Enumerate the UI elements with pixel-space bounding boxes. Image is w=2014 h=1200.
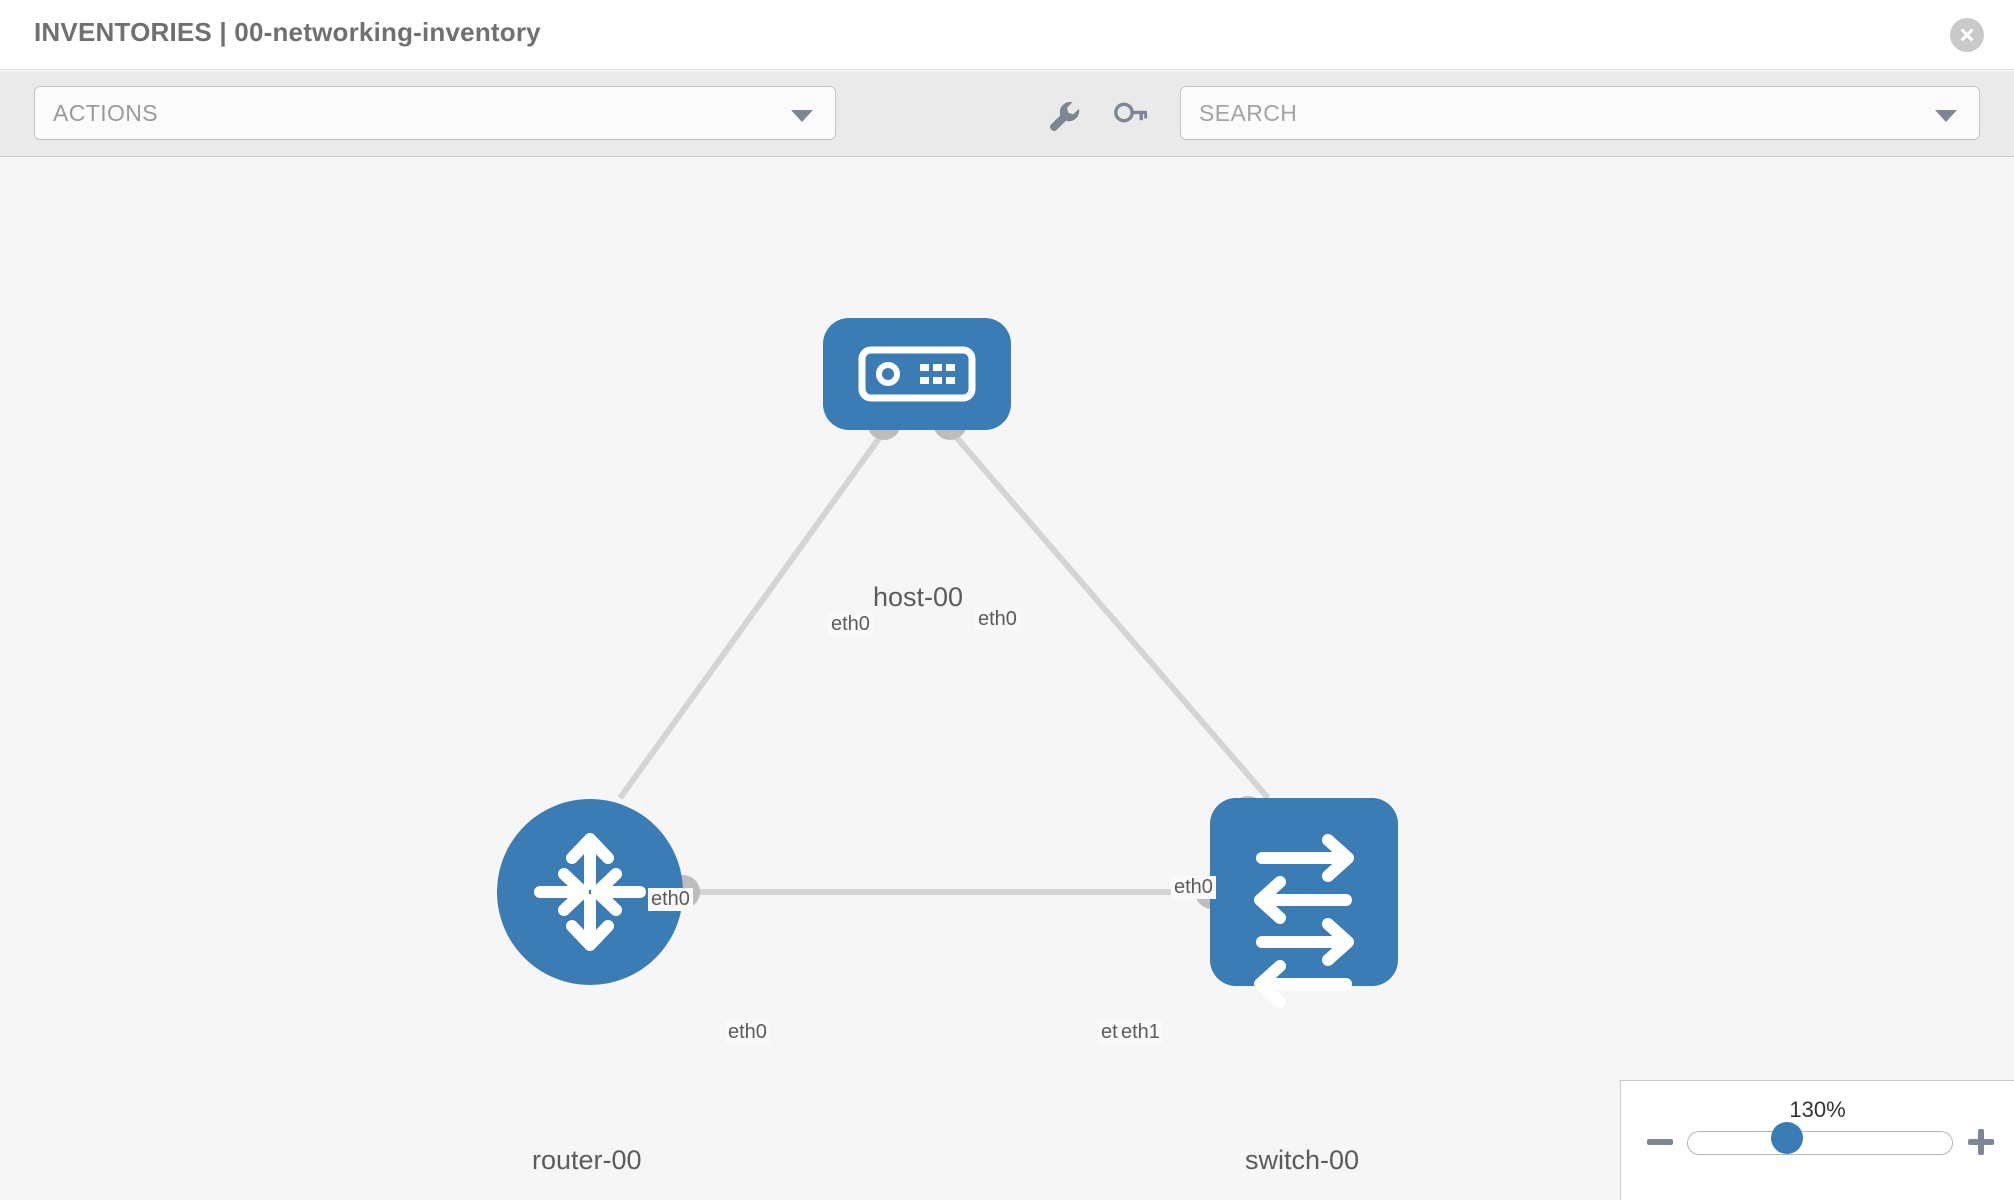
search-placeholder: SEARCH xyxy=(1199,100,1298,126)
edge-label: eth1 xyxy=(1118,1021,1163,1044)
toolbar: ACTIONS SEARCH xyxy=(0,71,2014,157)
chevron-down-icon xyxy=(1935,110,1957,122)
minus-icon[interactable] xyxy=(1643,1125,1677,1159)
endpoint-markers xyxy=(666,406,1265,909)
edge-label: eth0 xyxy=(1171,876,1216,899)
zoom-slider-thumb[interactable] xyxy=(1771,1122,1803,1154)
node-label-router: router-00 xyxy=(530,1145,644,1176)
edge-label: eth0 xyxy=(975,608,1020,631)
edge-host-switch xyxy=(947,428,1271,800)
node-host-00 xyxy=(823,318,1011,430)
node-router-00 xyxy=(497,799,683,985)
edge-host-router xyxy=(617,428,888,800)
zoom-percent-label: 130% xyxy=(1789,1097,1846,1122)
chevron-down-icon xyxy=(791,110,813,122)
close-icon[interactable] xyxy=(1950,18,1984,52)
page-title: INVENTORIES | 00-networking-inventory xyxy=(34,17,541,47)
plus-icon[interactable] xyxy=(1964,1125,1998,1159)
actions-dropdown[interactable]: ACTIONS xyxy=(34,86,836,140)
node-label-switch: switch-00 xyxy=(1243,1145,1362,1176)
zoom-control-panel: 130% xyxy=(1620,1080,2014,1200)
edge-label: eth0 xyxy=(828,613,873,636)
edge-label: eth0 xyxy=(648,888,693,911)
zoom-slider-track[interactable] xyxy=(1687,1131,1953,1155)
node-label-host: host-00 xyxy=(871,582,966,613)
key-icon[interactable] xyxy=(1110,95,1150,135)
search-input[interactable]: SEARCH xyxy=(1180,86,1980,140)
actions-dropdown-label: ACTIONS xyxy=(53,100,159,126)
topology-canvas[interactable]: eth0 eth0 eth0 eth0 eth0 eth eth1 host-0… xyxy=(0,158,2014,1200)
edges xyxy=(617,428,1271,895)
edge-label: eth0 xyxy=(725,1021,770,1044)
page-header: INVENTORIES | 00-networking-inventory xyxy=(0,0,2014,70)
topology-graph xyxy=(497,318,1398,1008)
node-switch-00 xyxy=(1210,798,1398,1008)
wrench-icon[interactable] xyxy=(1043,95,1083,135)
